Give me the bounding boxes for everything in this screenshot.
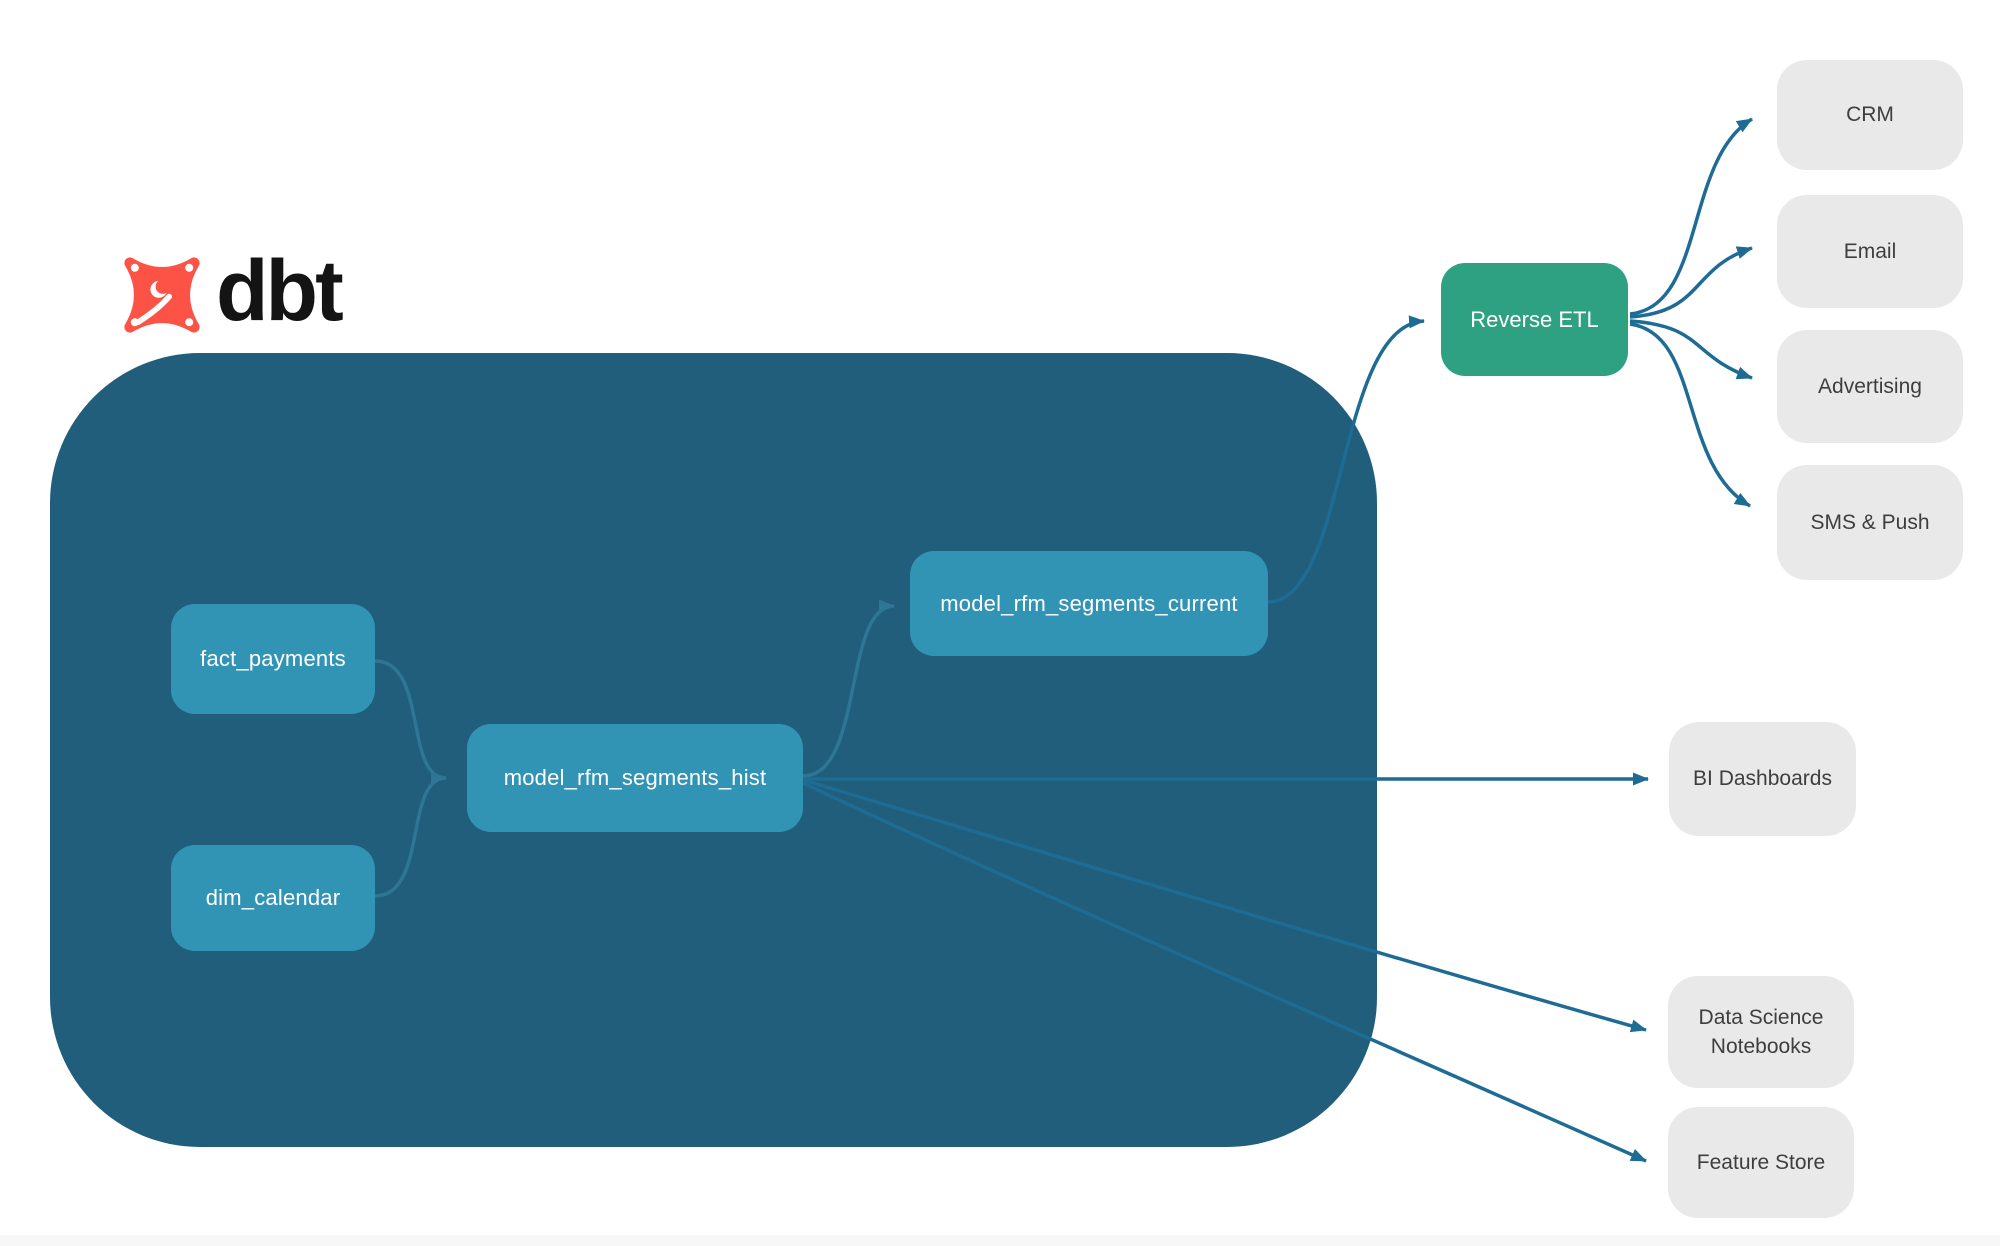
node-advertising: Advertising	[1777, 330, 1963, 443]
node-reverse-etl-label: Reverse ETL	[1470, 306, 1599, 332]
node-model-rfm-segments-current: model_rfm_segments_current	[910, 551, 1268, 656]
node-data-science-notebooks-label: Data Science Notebooks	[1698, 1005, 1824, 1058]
node-crm: CRM	[1777, 60, 1963, 170]
node-model-rfm-segments-hist-label: model_rfm_segments_hist	[503, 765, 767, 790]
edge-reverse-etl-to-advertising	[1629, 319, 1753, 380]
node-reverse-etl: Reverse ETL	[1441, 263, 1628, 376]
node-sms-push-label: SMS & Push	[1810, 510, 1930, 534]
node-bi-dashboards: BI Dashboards	[1669, 722, 1856, 836]
node-fact-payments: fact_payments	[171, 604, 375, 714]
node-model-rfm-segments-hist: model_rfm_segments_hist	[467, 724, 803, 832]
node-sms-push: SMS & Push	[1777, 465, 1963, 580]
node-email: Email	[1777, 195, 1963, 308]
edge-reverse-etl-to-sms-push	[1629, 322, 1751, 508]
edge-reverse-etl-to-email	[1629, 246, 1753, 319]
dbt-logo-icon	[124, 257, 200, 333]
node-email-label: Email	[1843, 239, 1897, 263]
dbt-logo: dbt	[122, 248, 344, 338]
node-crm-label: CRM	[1846, 103, 1894, 127]
node-feature-store-label: Feature Store	[1696, 1150, 1826, 1174]
node-dim-calendar-label: dim_calendar	[205, 885, 341, 910]
node-feature-store: Feature Store	[1668, 1107, 1854, 1218]
node-fact-payments-label: fact_payments	[200, 646, 346, 671]
node-advertising-label: Advertising	[1818, 374, 1922, 398]
node-bi-dashboards-label: BI Dashboards	[1693, 767, 1832, 791]
node-model-rfm-segments-current-label: model_rfm_segments_current	[940, 590, 1238, 616]
node-dim-calendar: dim_calendar	[171, 845, 375, 951]
dbt-logo-text: dbt	[216, 243, 344, 339]
bottom-edge-strip	[0, 1235, 2000, 1246]
node-data-science-notebooks: Data Science Notebooks	[1668, 976, 1854, 1088]
edge-reverse-etl-to-crm	[1629, 117, 1753, 316]
